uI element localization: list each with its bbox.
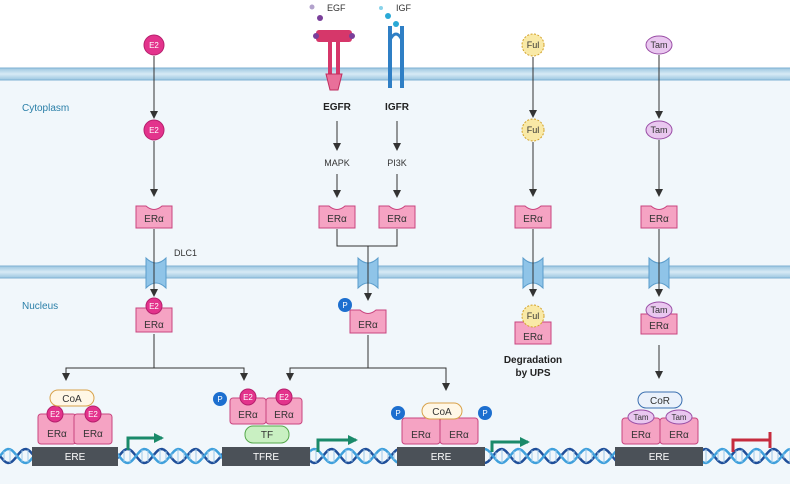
activation-arrow-2	[316, 435, 358, 452]
era-receptor-3: ERα	[514, 205, 552, 229]
degradation-label-line2: by UPS	[515, 368, 550, 379]
activation-arrow-1	[126, 433, 164, 450]
tfre-box: TFRE	[222, 447, 310, 466]
svg-text:E2: E2	[243, 393, 253, 402]
svg-text:P: P	[482, 409, 487, 418]
svg-text:E2: E2	[149, 41, 159, 50]
era-receptor-1: ERα	[135, 205, 173, 229]
igfr-receptor	[388, 21, 404, 88]
ere-box-2: ERE	[397, 447, 485, 466]
svg-text:P: P	[342, 301, 347, 310]
svg-text:E2: E2	[88, 410, 98, 419]
svg-text:E2: E2	[279, 393, 289, 402]
ful-era-complex-nucleus: Ful ERα	[514, 304, 552, 345]
svg-text:ERα: ERα	[523, 332, 543, 343]
svg-text:P: P	[217, 395, 222, 404]
svg-text:ERE: ERE	[649, 452, 670, 463]
svg-text:ERE: ERE	[65, 452, 86, 463]
svg-text:ERα: ERα	[144, 320, 164, 331]
e2-era-complex-nucleus: E2 ERα	[135, 297, 173, 333]
svg-text:ERα: ERα	[274, 410, 294, 421]
repression-bar	[731, 432, 772, 452]
pi3k-label: PI3K	[387, 158, 407, 168]
svg-text:ERα: ERα	[47, 429, 67, 440]
svg-text:Ful: Ful	[527, 125, 540, 135]
svg-text:CoR: CoR	[650, 396, 670, 407]
egf-ligand: EGF	[309, 3, 346, 21]
svg-text:ERα: ERα	[144, 214, 164, 225]
svg-text:IGF: IGF	[396, 3, 412, 13]
nuclear-pore-1	[145, 256, 167, 290]
e2-ligand-cytoplasm: E2	[143, 119, 165, 141]
svg-text:ERα: ERα	[649, 321, 669, 332]
ere-box-3: ERE	[615, 447, 703, 466]
svg-text:E2: E2	[149, 302, 159, 311]
svg-text:E2: E2	[50, 410, 60, 419]
svg-text:Tam: Tam	[671, 413, 686, 422]
svg-text:ERα: ERα	[83, 429, 103, 440]
svg-text:ERα: ERα	[649, 214, 669, 225]
svg-text:ERE: ERE	[431, 452, 452, 463]
svg-text:ERα: ERα	[411, 430, 431, 441]
svg-text:P: P	[395, 409, 400, 418]
svg-text:Ful: Ful	[527, 40, 540, 50]
svg-text:ERα: ERα	[327, 214, 347, 225]
svg-text:ERα: ERα	[238, 410, 258, 421]
tam-ligand-extracellular: Tam	[645, 35, 673, 55]
era-receptor-4: ERα	[640, 205, 678, 229]
degradation-label-line1: Degradation	[504, 355, 562, 366]
tam-ligand-cytoplasm: Tam	[645, 120, 673, 140]
activation-arrow-3	[490, 437, 530, 452]
tf-tethered-complex: ERα ERα E2 E2 P TF	[213, 388, 303, 444]
egfr-receptor	[313, 30, 355, 91]
svg-text:CoA: CoA	[432, 407, 452, 418]
svg-text:ERα: ERα	[358, 320, 378, 331]
plasma-membrane	[0, 67, 790, 81]
svg-text:ERα: ERα	[669, 430, 689, 441]
ful-ligand-extracellular: Ful	[521, 33, 545, 57]
phospho-era-dimer-complex: ERα ERα CoA P P	[391, 402, 492, 445]
e2-ligand-extracellular: E2	[143, 34, 165, 56]
era-receptor-2a: ERα	[318, 205, 356, 229]
svg-text:Ful: Ful	[527, 311, 540, 321]
ere-box-1: ERE	[32, 447, 118, 466]
svg-text:TFRE: TFRE	[253, 452, 279, 463]
ful-ligand-cytoplasm: Ful	[521, 118, 545, 142]
svg-text:CoA: CoA	[62, 394, 82, 405]
svg-text:ERα: ERα	[449, 430, 469, 441]
svg-text:ERα: ERα	[523, 214, 543, 225]
tam-era-complex-nucleus: Tam ERα	[640, 301, 678, 335]
igf-ligand: IGF	[379, 3, 412, 19]
dlc1-label: DLC1	[174, 248, 197, 258]
svg-text:EGF: EGF	[327, 3, 346, 13]
svg-text:ERα: ERα	[631, 430, 651, 441]
nucleus-label: Nucleus	[22, 301, 58, 312]
svg-text:Tam: Tam	[650, 125, 667, 135]
svg-text:Tam: Tam	[650, 40, 667, 50]
svg-text:TF: TF	[261, 430, 273, 441]
phospho-era-nucleus: ERα P	[338, 298, 387, 334]
cytoplasm-label: Cytoplasm	[22, 103, 69, 114]
igfr-label: IGFR	[385, 102, 410, 113]
svg-text:E2: E2	[149, 126, 159, 135]
svg-text:ERα: ERα	[387, 214, 407, 225]
tam-era-dimer-complex: ERα ERα Tam Tam CoR	[621, 391, 699, 445]
mapk-label: MAPK	[324, 158, 350, 168]
svg-text:Tam: Tam	[633, 413, 648, 422]
e2-era-dimer-complex: ERα ERα E2 E2 CoA	[37, 389, 113, 445]
cytoplasm-area	[0, 78, 790, 268]
nuclear-membrane	[0, 265, 790, 279]
svg-text:Tam: Tam	[650, 305, 667, 315]
era-receptor-2b: ERα	[378, 205, 416, 229]
egfr-label: EGFR	[323, 102, 352, 113]
